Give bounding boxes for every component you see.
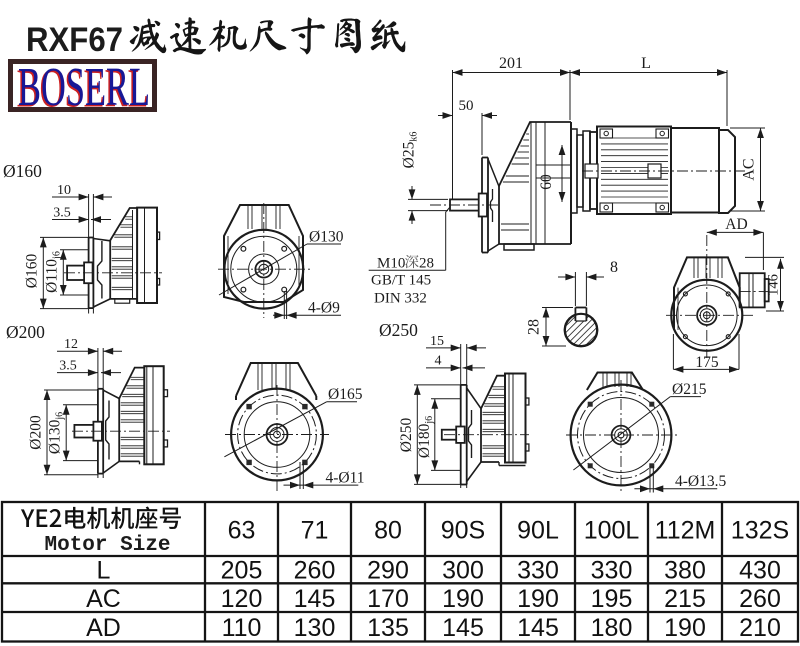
svg-text:100L: 100L bbox=[584, 517, 640, 545]
svg-text:15: 15 bbox=[430, 334, 444, 349]
svg-text:GB/T 145: GB/T 145 bbox=[371, 273, 431, 289]
svg-text:3.5: 3.5 bbox=[53, 206, 71, 221]
svg-text:Ø215: Ø215 bbox=[672, 381, 707, 398]
svg-text:71: 71 bbox=[301, 517, 329, 545]
svg-text:Ø130j6: Ø130j6 bbox=[47, 412, 66, 454]
svg-text:175: 175 bbox=[695, 354, 719, 371]
svg-text:4: 4 bbox=[435, 354, 442, 369]
svg-text:112M: 112M bbox=[655, 517, 716, 545]
svg-text:L: L bbox=[641, 55, 651, 72]
svg-text:110: 110 bbox=[222, 614, 262, 642]
svg-text:195: 195 bbox=[591, 585, 633, 613]
svg-text:260: 260 bbox=[739, 585, 781, 613]
svg-text:RXF67: RXF67 bbox=[26, 21, 123, 59]
svg-text:Ø250: Ø250 bbox=[379, 320, 418, 340]
svg-text:180: 180 bbox=[591, 614, 633, 642]
svg-text:60: 60 bbox=[538, 174, 555, 190]
svg-text:BOSERL: BOSERL bbox=[17, 58, 149, 119]
svg-text:215: 215 bbox=[664, 585, 706, 613]
svg-text:330: 330 bbox=[517, 557, 559, 585]
svg-text:190: 190 bbox=[664, 614, 706, 642]
svg-text:300: 300 bbox=[442, 557, 484, 585]
svg-text:146: 146 bbox=[766, 274, 782, 296]
svg-text:Ø130: Ø130 bbox=[309, 229, 344, 246]
svg-text:3.5: 3.5 bbox=[59, 359, 77, 374]
svg-text:Ø200: Ø200 bbox=[6, 322, 45, 342]
svg-text:4-Ø13.5: 4-Ø13.5 bbox=[675, 473, 726, 490]
svg-text:AD: AD bbox=[86, 614, 121, 642]
svg-text:190: 190 bbox=[517, 585, 559, 613]
svg-text:145: 145 bbox=[517, 614, 559, 642]
svg-text:10: 10 bbox=[57, 183, 71, 198]
svg-text:Ø180j6: Ø180j6 bbox=[416, 416, 435, 458]
svg-text:260: 260 bbox=[294, 557, 336, 585]
svg-text:80: 80 bbox=[374, 517, 402, 545]
svg-text:AC: AC bbox=[741, 158, 758, 180]
svg-text:50: 50 bbox=[459, 98, 474, 114]
svg-text:Ø250: Ø250 bbox=[398, 418, 415, 453]
svg-text:170: 170 bbox=[367, 585, 409, 613]
svg-text:330: 330 bbox=[591, 557, 633, 585]
svg-text:L: L bbox=[97, 557, 111, 585]
svg-text:BOSERL: BOSERL bbox=[18, 56, 150, 117]
svg-text:430: 430 bbox=[739, 557, 781, 585]
svg-text:132S: 132S bbox=[731, 517, 789, 545]
svg-text:380: 380 bbox=[664, 557, 706, 585]
svg-text:Motor Size: Motor Size bbox=[45, 534, 171, 557]
svg-text:290: 290 bbox=[367, 557, 409, 585]
svg-text:Ø25k6: Ø25k6 bbox=[401, 132, 420, 169]
svg-text:DIN 332: DIN 332 bbox=[374, 291, 427, 307]
svg-text:90L: 90L bbox=[517, 517, 559, 545]
svg-text:130: 130 bbox=[294, 614, 336, 642]
svg-text:Ø165: Ø165 bbox=[328, 386, 363, 403]
svg-text:201: 201 bbox=[499, 55, 523, 72]
svg-text:205: 205 bbox=[221, 557, 263, 585]
svg-text:120: 120 bbox=[221, 585, 263, 613]
svg-text:4-Ø11: 4-Ø11 bbox=[326, 470, 365, 487]
svg-text:AD: AD bbox=[725, 216, 747, 233]
svg-text:190: 190 bbox=[442, 585, 484, 613]
svg-text:145: 145 bbox=[442, 614, 484, 642]
svg-text:AC: AC bbox=[86, 585, 121, 613]
svg-text:Ø160: Ø160 bbox=[3, 161, 42, 181]
svg-text:M10: M10 bbox=[377, 256, 405, 272]
svg-text:Ø200: Ø200 bbox=[27, 415, 44, 450]
svg-text:28: 28 bbox=[526, 319, 543, 335]
svg-text:90S: 90S bbox=[441, 517, 485, 545]
svg-text:135: 135 bbox=[367, 614, 409, 642]
svg-text:Ø110j6: Ø110j6 bbox=[44, 251, 63, 293]
svg-text:8: 8 bbox=[610, 259, 618, 276]
svg-text:210: 210 bbox=[739, 614, 781, 642]
svg-text:4-Ø9: 4-Ø9 bbox=[308, 300, 340, 317]
svg-text:145: 145 bbox=[294, 585, 336, 613]
svg-text:28: 28 bbox=[419, 256, 434, 272]
svg-text:12: 12 bbox=[64, 337, 78, 352]
svg-text:Ø160: Ø160 bbox=[24, 254, 41, 289]
svg-text:63: 63 bbox=[228, 517, 256, 545]
